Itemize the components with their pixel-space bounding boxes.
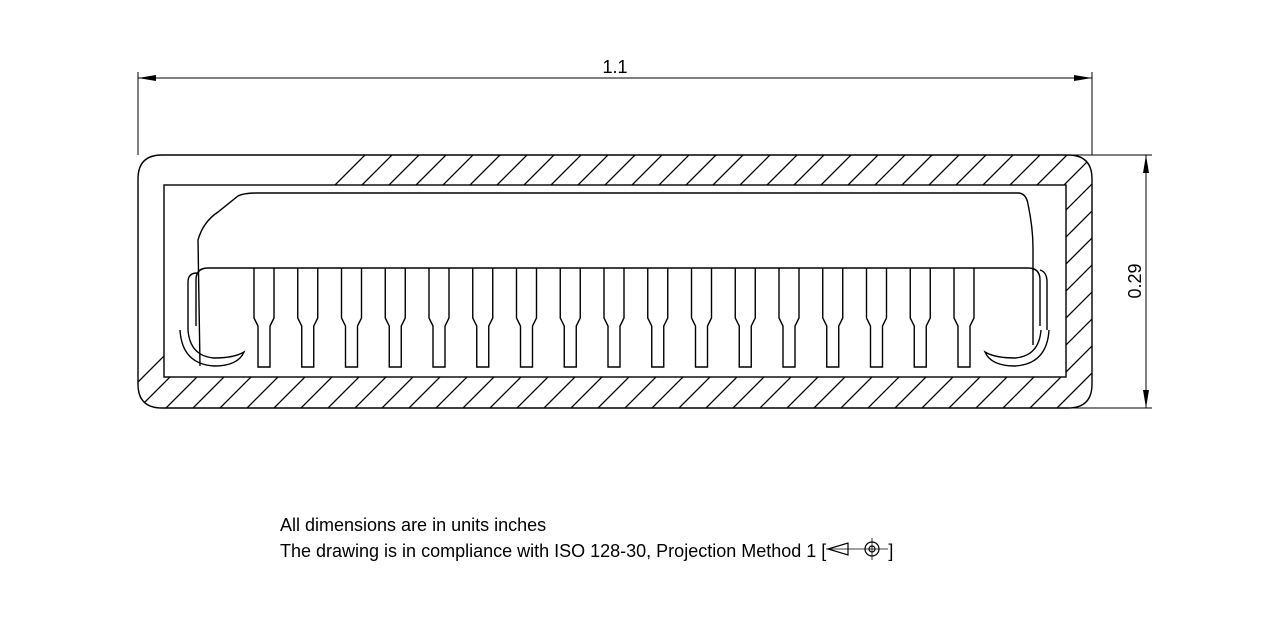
contact-pin xyxy=(297,268,319,368)
hatch-line xyxy=(774,155,1056,408)
hatch-line xyxy=(882,155,1092,408)
contact-pin xyxy=(515,268,538,368)
contact-pins xyxy=(253,268,975,368)
arrowhead-top xyxy=(1143,155,1149,173)
hatch-line xyxy=(369,155,651,408)
hatch-line xyxy=(828,155,1092,408)
hatch-line xyxy=(558,155,840,408)
latch-hook-left xyxy=(179,329,246,367)
carrier-side-rails xyxy=(187,269,1048,330)
first-angle-projection-icon xyxy=(826,538,889,560)
contact-carrier-outline xyxy=(195,267,1041,326)
contact-pin xyxy=(690,268,713,368)
width-dimension: 1.1 xyxy=(137,57,1093,155)
contact-pin xyxy=(822,268,844,368)
contact-pin xyxy=(384,268,406,368)
hatch-line xyxy=(693,155,975,408)
contact-pin xyxy=(559,268,581,368)
width-dimension-label: 1.1 xyxy=(602,57,627,77)
contact-pin xyxy=(734,268,756,368)
arrowhead-bottom xyxy=(1143,390,1149,408)
arrowhead-right xyxy=(1074,75,1092,81)
hatch-line xyxy=(747,155,1029,408)
height-dimension-label: 0.29 xyxy=(1125,263,1145,298)
hatch-line xyxy=(138,155,408,408)
height-dimension: 0.29 xyxy=(1068,154,1152,409)
hatch-line xyxy=(909,155,1092,408)
hatch-line xyxy=(936,155,1092,408)
hatch-line xyxy=(504,155,786,408)
hatch-line xyxy=(1126,140,1280,420)
housing-inner-outline xyxy=(163,184,1067,378)
latch-hooks xyxy=(179,329,1050,367)
hatch-line xyxy=(477,155,759,408)
units-note: All dimensions are in units inches xyxy=(280,515,547,535)
bracket-open: [ xyxy=(821,541,827,561)
hatch-line xyxy=(138,155,381,408)
latch-hook-right xyxy=(983,329,1050,367)
contact-pin xyxy=(647,268,669,368)
hatch-line xyxy=(585,155,867,408)
compliance-text: The drawing is in compliance with ISO 12… xyxy=(280,541,817,561)
connector-tongue xyxy=(187,192,1048,367)
hatch-line xyxy=(666,155,948,408)
hatch-line xyxy=(423,155,705,408)
arrowhead-left xyxy=(138,75,156,81)
tongue-outline xyxy=(197,192,1034,367)
compliance-note: The drawing is in compliance with ISO 12… xyxy=(280,538,893,564)
hatch-line xyxy=(207,155,489,408)
contact-pin xyxy=(340,268,363,368)
contact-pin xyxy=(472,268,494,368)
contact-pin xyxy=(865,268,888,368)
hatch-line xyxy=(315,155,597,408)
contact-pin xyxy=(603,268,625,368)
hatch-line xyxy=(612,155,894,408)
hatch-line xyxy=(639,155,921,408)
bracket-close: ] xyxy=(888,541,894,561)
hatch-line xyxy=(963,155,1092,408)
hatch-line xyxy=(261,155,543,408)
drawing-notes: All dimensions are in units inches The d… xyxy=(280,512,893,564)
hatch-line xyxy=(1044,155,1092,408)
hatch-line xyxy=(1153,140,1280,420)
connector-housing xyxy=(137,140,1280,420)
hatch-line xyxy=(855,155,1092,408)
hatch-line xyxy=(1071,155,1092,408)
contact-pin xyxy=(253,268,275,368)
hatch-line xyxy=(180,155,462,408)
hatch-line xyxy=(1017,155,1092,408)
housing-outer-outline xyxy=(137,154,1093,409)
hatch-line xyxy=(720,155,1002,408)
wall-hatching xyxy=(138,140,1280,420)
contact-pin xyxy=(909,268,931,368)
hatch-line xyxy=(531,155,813,408)
contact-pin xyxy=(428,268,450,368)
contact-pin xyxy=(778,268,800,368)
contact-pin xyxy=(953,268,975,368)
